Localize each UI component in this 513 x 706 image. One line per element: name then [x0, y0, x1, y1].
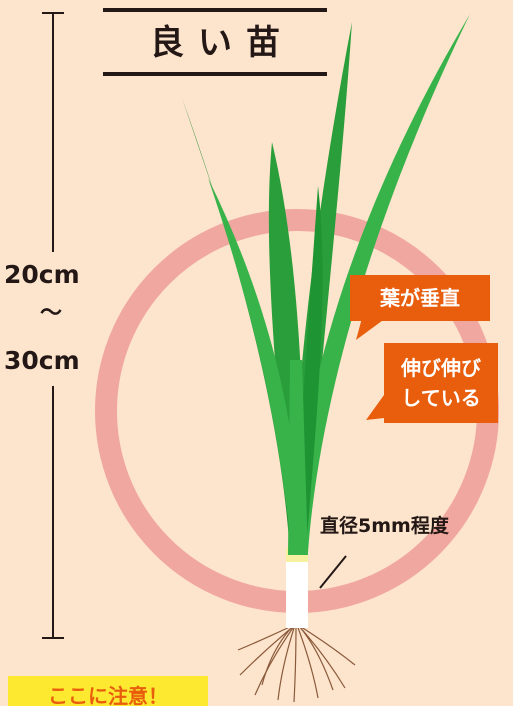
measure-line-lower — [52, 386, 54, 638]
callout-growing-line2: している — [401, 386, 481, 410]
page-title: 良い苗 — [150, 23, 294, 63]
title-rule-bottom — [103, 72, 327, 76]
diameter-pointer — [319, 555, 347, 589]
roots — [237, 624, 356, 703]
callout-vertical-leaves: 葉が垂直 — [350, 275, 490, 321]
leaves — [182, 14, 470, 555]
height-separator: 〜 — [40, 301, 63, 326]
callout-growing-line1: 伸び伸び — [401, 356, 481, 380]
stem-diameter-label: 直径5mm程度 — [320, 515, 449, 537]
title-rule-top — [103, 8, 327, 12]
note-badge: ここに注意！ — [8, 676, 208, 706]
callout-growing: 伸び伸び している — [384, 343, 498, 423]
callout-tail-2 — [366, 395, 384, 420]
stem-white — [286, 552, 308, 628]
measure-line-upper — [52, 12, 54, 252]
height-min-label: 20cm — [4, 260, 80, 289]
height-max-label: 30cm — [4, 346, 80, 375]
callout-tail-1 — [356, 318, 386, 340]
measure-cap-bottom — [42, 637, 64, 639]
